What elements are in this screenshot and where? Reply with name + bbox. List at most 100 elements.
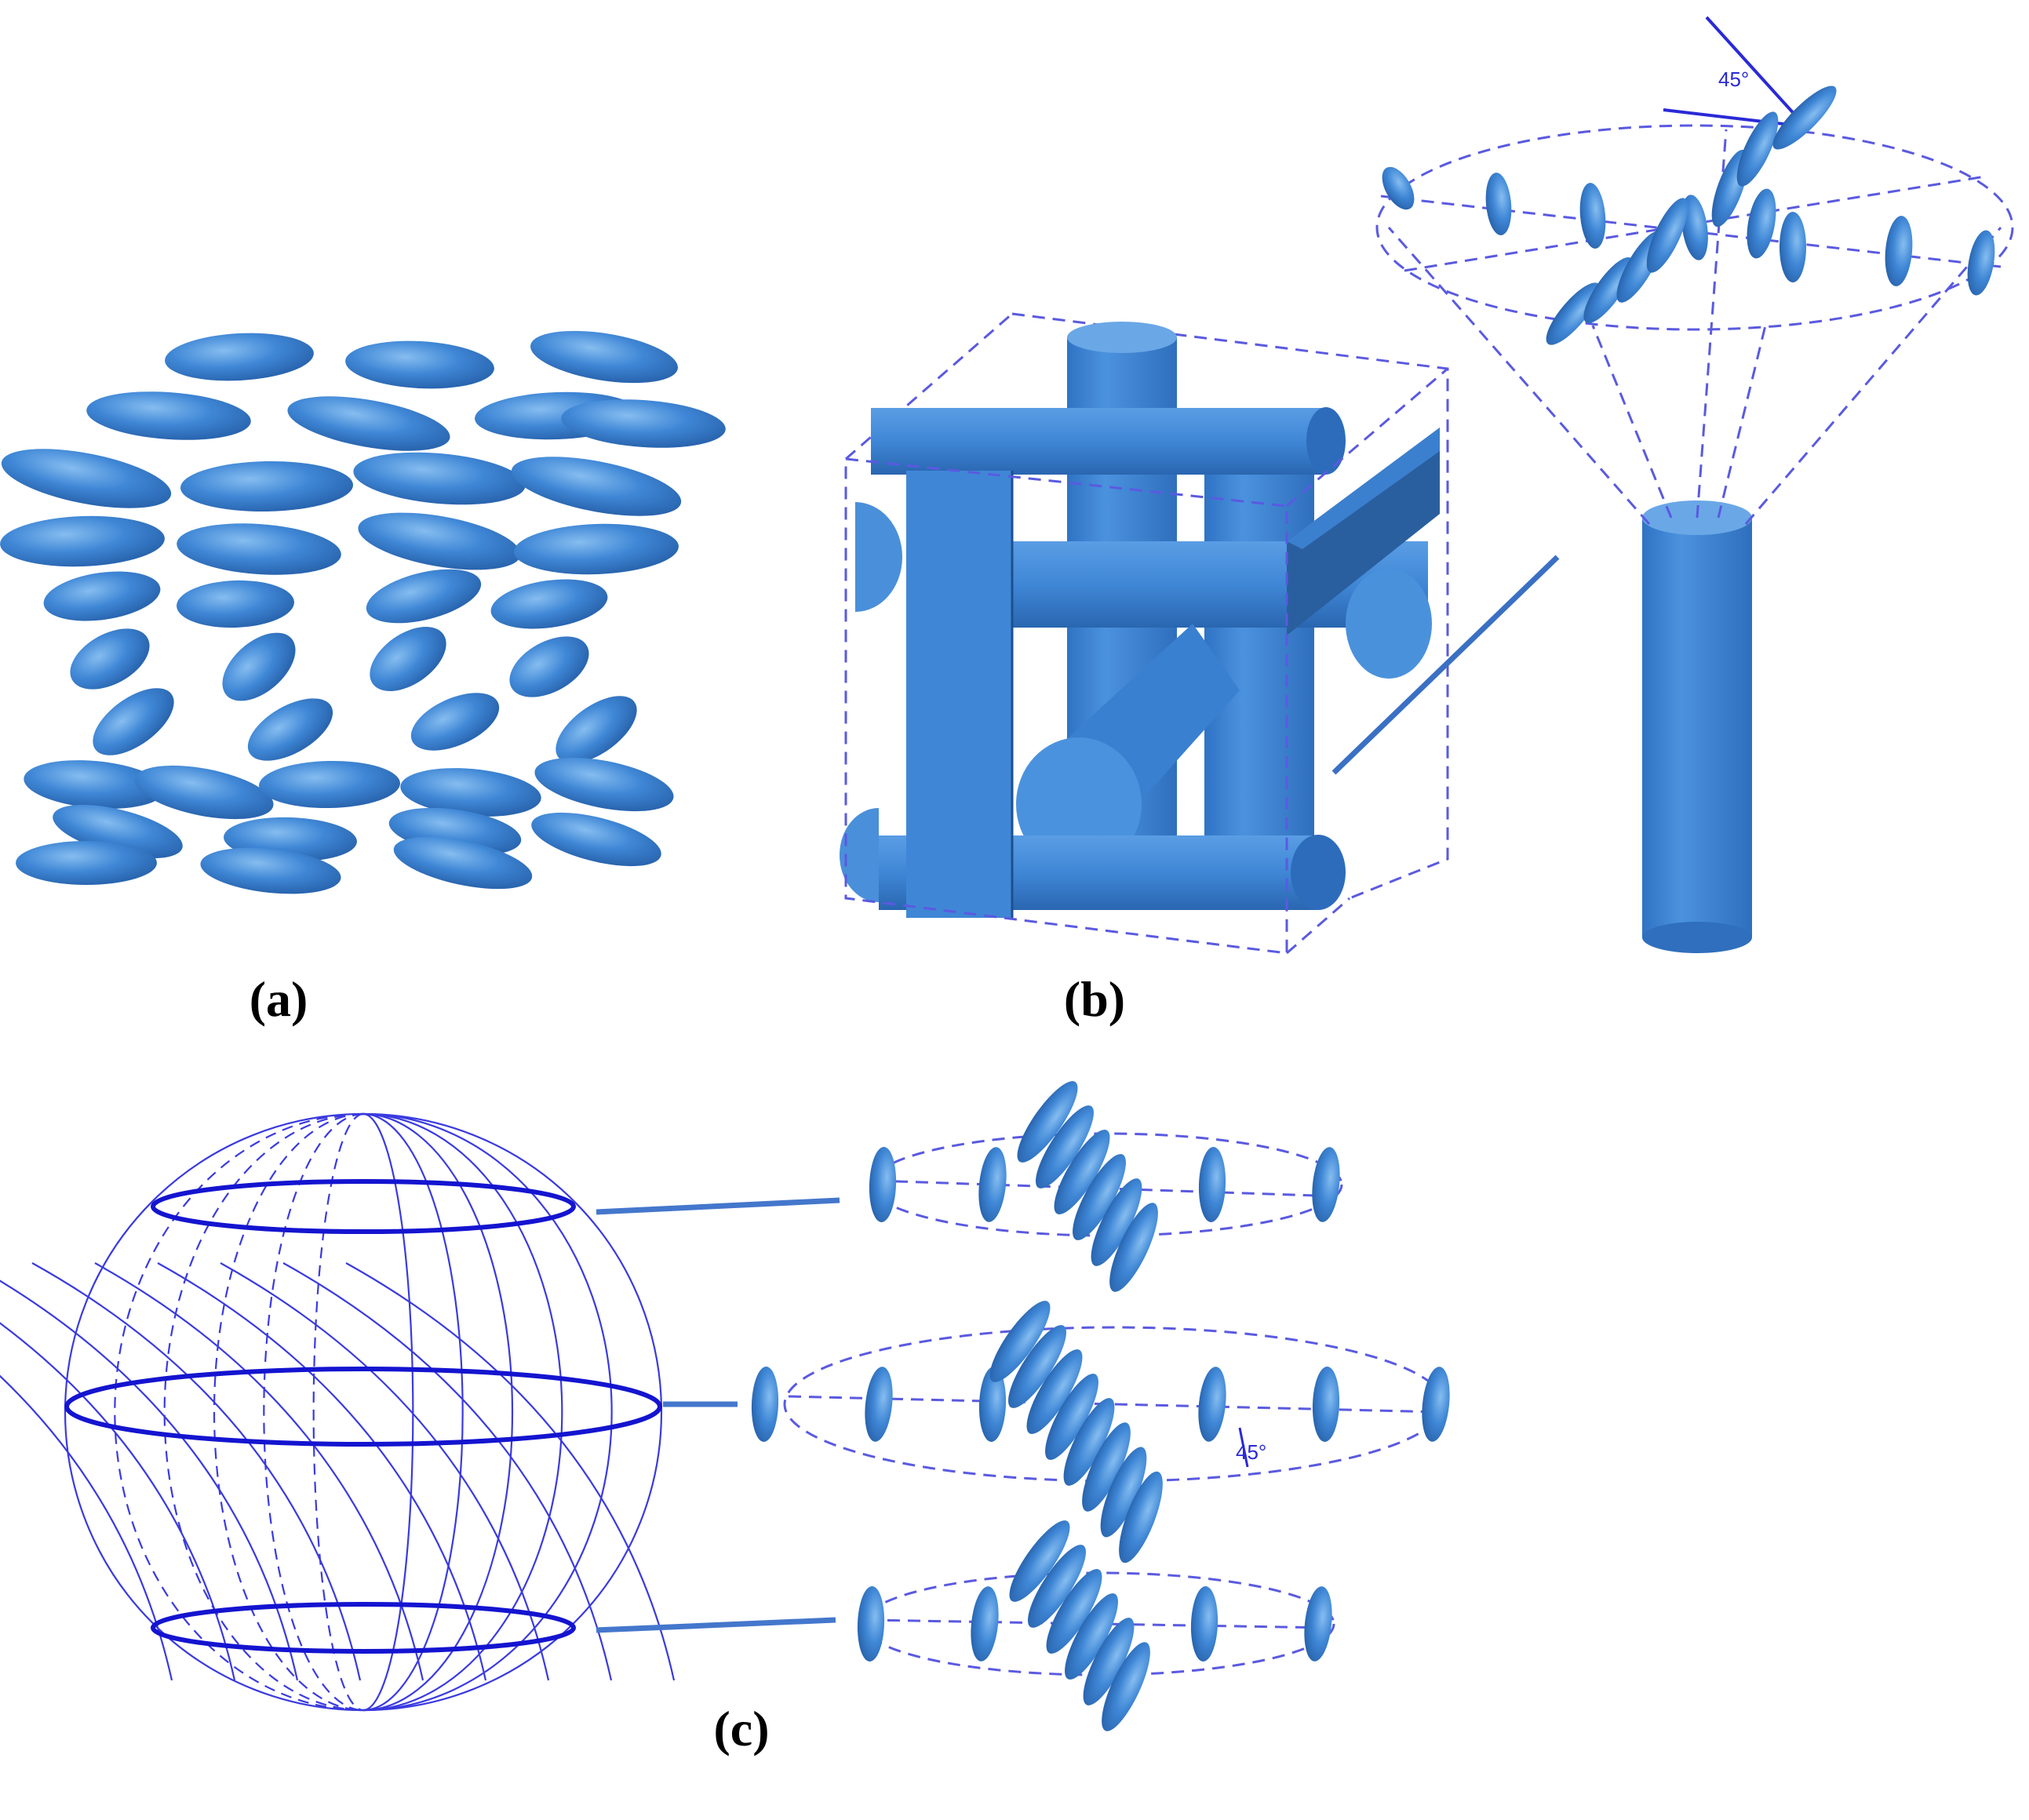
sphere-ring-top bbox=[151, 1179, 576, 1234]
connector-top bbox=[596, 1197, 840, 1215]
cylinder-cap bbox=[1291, 835, 1346, 910]
sphere-meridian bbox=[362, 1112, 514, 1712]
cylinder-cut-left-bottom bbox=[840, 808, 879, 902]
mesogen-ellipsoid bbox=[1198, 1367, 1226, 1442]
cylinder-cap bbox=[1306, 407, 1346, 475]
mesogen-ellipsoid bbox=[534, 757, 674, 812]
mesogen-ellipsoid bbox=[53, 804, 183, 859]
cone-line bbox=[1696, 129, 1728, 519]
angle-label-top: 45° bbox=[1718, 67, 1749, 91]
lattice-cube-edge bbox=[845, 312, 1013, 460]
mesogen-ellipsoid bbox=[366, 569, 482, 624]
sphere-meridian bbox=[362, 1112, 563, 1712]
mesogen-ellipsoid bbox=[16, 841, 157, 885]
mesogen-ellipsoid-tilted bbox=[1082, 1422, 1131, 1512]
sphere-helix bbox=[0, 1374, 173, 1681]
sphere-meridian-back bbox=[263, 1112, 364, 1712]
angle-marker-mid bbox=[1238, 1427, 1249, 1468]
connector-bottom bbox=[596, 1617, 836, 1633]
mesogen-ellipsoid bbox=[978, 1367, 1007, 1442]
cone-ellipsoids bbox=[1382, 86, 1995, 345]
mesogen-ellipsoid-tilted bbox=[1109, 1203, 1158, 1292]
mesogen-ellipsoid bbox=[1747, 188, 1776, 259]
mesogen-ellipsoid bbox=[511, 457, 682, 516]
cylinder-cap bbox=[1067, 322, 1177, 353]
mesogen-ellipsoid bbox=[43, 571, 161, 621]
mesogen-ellipsoid-tilted bbox=[1091, 1178, 1142, 1266]
mesogen-ellipsoid bbox=[93, 688, 174, 755]
mesogen-ellipsoid-tilted bbox=[1026, 1349, 1083, 1434]
mesogen-ellipsoid bbox=[514, 523, 679, 575]
mesogen-ellipsoid-tilted bbox=[1046, 1569, 1102, 1654]
cylinder-cut-left bbox=[855, 502, 902, 612]
mesogen-ellipsoid bbox=[0, 515, 165, 567]
mesogen-ellipsoid bbox=[353, 452, 526, 505]
mesogen-ellipsoid bbox=[1583, 257, 1634, 323]
cylinder-standalone bbox=[1642, 518, 1752, 937]
mesogen-ellipsoid bbox=[1304, 1586, 1332, 1662]
mesogen-ellipsoid bbox=[561, 399, 726, 448]
mesogen-ellipsoid bbox=[531, 812, 661, 867]
mesogen-ellipsoid bbox=[1967, 230, 1995, 296]
mesogen-ellipsoid bbox=[200, 847, 341, 894]
sphere-meridian bbox=[362, 1112, 414, 1712]
cylinder-standalone-bottom bbox=[1642, 922, 1752, 953]
sphere-helix bbox=[0, 1279, 299, 1681]
mesogen-ellipsoid bbox=[509, 636, 589, 697]
mesogen-ellipsoid-tilted bbox=[1083, 1618, 1135, 1705]
mesogen-ellipsoid-tilted bbox=[1045, 1374, 1098, 1460]
connector-line bbox=[1331, 555, 1560, 775]
mesogen-ellipsoid bbox=[134, 765, 274, 820]
cylinder-vertical-right bbox=[1204, 424, 1314, 863]
slanted-prism-top bbox=[1287, 428, 1440, 549]
sphere-meridian-back bbox=[312, 1112, 364, 1712]
sphere-meridian bbox=[362, 1112, 464, 1712]
cone-line bbox=[1387, 227, 1651, 525]
cone-line bbox=[1591, 325, 1673, 519]
mesogen-ellipsoid-tilted bbox=[1054, 1130, 1110, 1214]
mesogen-ellipsoid-tilted bbox=[1102, 1642, 1150, 1731]
cone-top-ellipse bbox=[1375, 124, 2014, 331]
mesogen-ellipsoid-tilted bbox=[1073, 1154, 1126, 1240]
lattice-cube-back-edge bbox=[1011, 312, 1449, 900]
cone-line bbox=[1744, 227, 2002, 525]
mesogen-ellipsoid bbox=[165, 333, 314, 381]
mesogen-ellipsoid bbox=[1312, 1147, 1340, 1222]
slab-vertical-front bbox=[906, 471, 1012, 918]
mesogen-ellipsoid bbox=[24, 760, 165, 809]
lattice-cube-front-face bbox=[844, 457, 1288, 955]
mesogen-ellipsoid bbox=[490, 579, 608, 629]
layer-ellipsoids bbox=[751, 1081, 1450, 1731]
mesogen-ellipsoid bbox=[177, 523, 341, 575]
mesogen-ellipsoid bbox=[1546, 282, 1601, 345]
cylinder-horizontal-top bbox=[871, 408, 1326, 475]
panel-b-cubic-lattice: 45° bbox=[840, 16, 2014, 955]
cone-line bbox=[1717, 325, 1767, 519]
mesogen-ellipsoid bbox=[1485, 173, 1512, 235]
mesogen-ellipsoid bbox=[177, 580, 294, 628]
mesogen-ellipsoid bbox=[1681, 195, 1708, 260]
mesogen-ellipsoid-tilted bbox=[1036, 1105, 1094, 1188]
mesogen-ellipsoid bbox=[556, 696, 637, 763]
mesogen-ellipsoid bbox=[247, 698, 333, 761]
mesogen-ellipsoid-tilted bbox=[1065, 1593, 1118, 1680]
mesogen-ellipsoid bbox=[70, 628, 150, 690]
sphere-meridian bbox=[362, 1112, 613, 1712]
mesogen-ellipsoid bbox=[1198, 1147, 1226, 1222]
sphere-ring-equator bbox=[64, 1367, 662, 1447]
panel-b-label: (b) bbox=[1064, 971, 1125, 1027]
sphere-outline bbox=[64, 1112, 663, 1712]
mesogen-ellipsoid bbox=[1579, 183, 1606, 249]
mesogen-ellipsoid-tilted bbox=[989, 1301, 1051, 1382]
mesogen-ellipsoid-tilted bbox=[1119, 1471, 1163, 1563]
mesogen-ellipsoid bbox=[1779, 212, 1806, 282]
mesogen-ellipsoid bbox=[971, 1586, 999, 1662]
tilt-axis-line bbox=[1705, 16, 1806, 127]
cylinder-cap bbox=[1346, 569, 1432, 679]
angle-label-middle: 45° bbox=[1236, 1440, 1266, 1464]
mesogen-ellipsoid bbox=[180, 460, 353, 512]
sphere-helix bbox=[345, 1262, 676, 1681]
mesogen-ellipsoid bbox=[869, 1147, 897, 1222]
mesogen-ellipsoid bbox=[358, 512, 521, 570]
